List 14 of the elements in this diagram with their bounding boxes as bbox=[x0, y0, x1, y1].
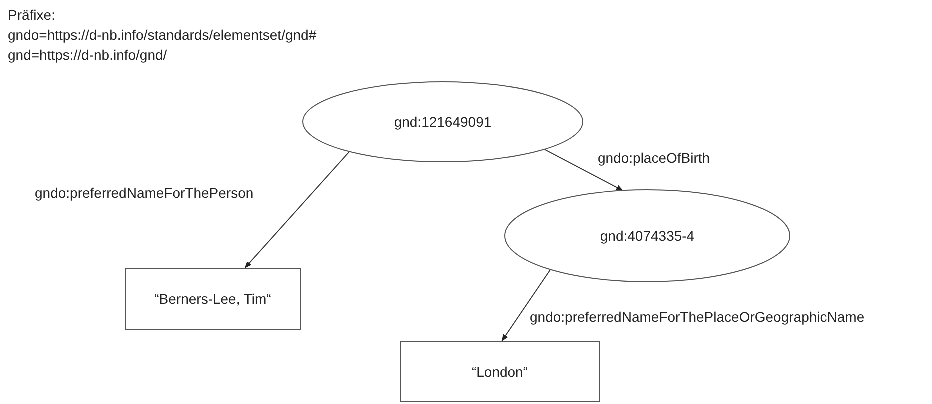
arrow bbox=[502, 269, 552, 342]
ellipse-node bbox=[302, 82, 584, 162]
heading-text: Präfixe: bbox=[8, 6, 56, 24]
arrow bbox=[244, 151, 350, 269]
prefix-text: gnd=https://d-nb.info/gnd/ bbox=[8, 46, 168, 64]
prefix-text: gndo=https://d-nb.info/standards/elementset/gnd# bbox=[8, 26, 317, 44]
ellipse-node bbox=[504, 190, 790, 282]
arrow bbox=[544, 149, 624, 192]
node-label: gnd:121649091 bbox=[394, 114, 492, 130]
node-label: “London“ bbox=[472, 364, 528, 380]
node-label: “Berners-Lee, Tim“ bbox=[154, 291, 272, 307]
literal-box bbox=[400, 341, 600, 402]
node-label: gnd:4074335-4 bbox=[600, 228, 695, 244]
literal-box bbox=[125, 268, 301, 330]
